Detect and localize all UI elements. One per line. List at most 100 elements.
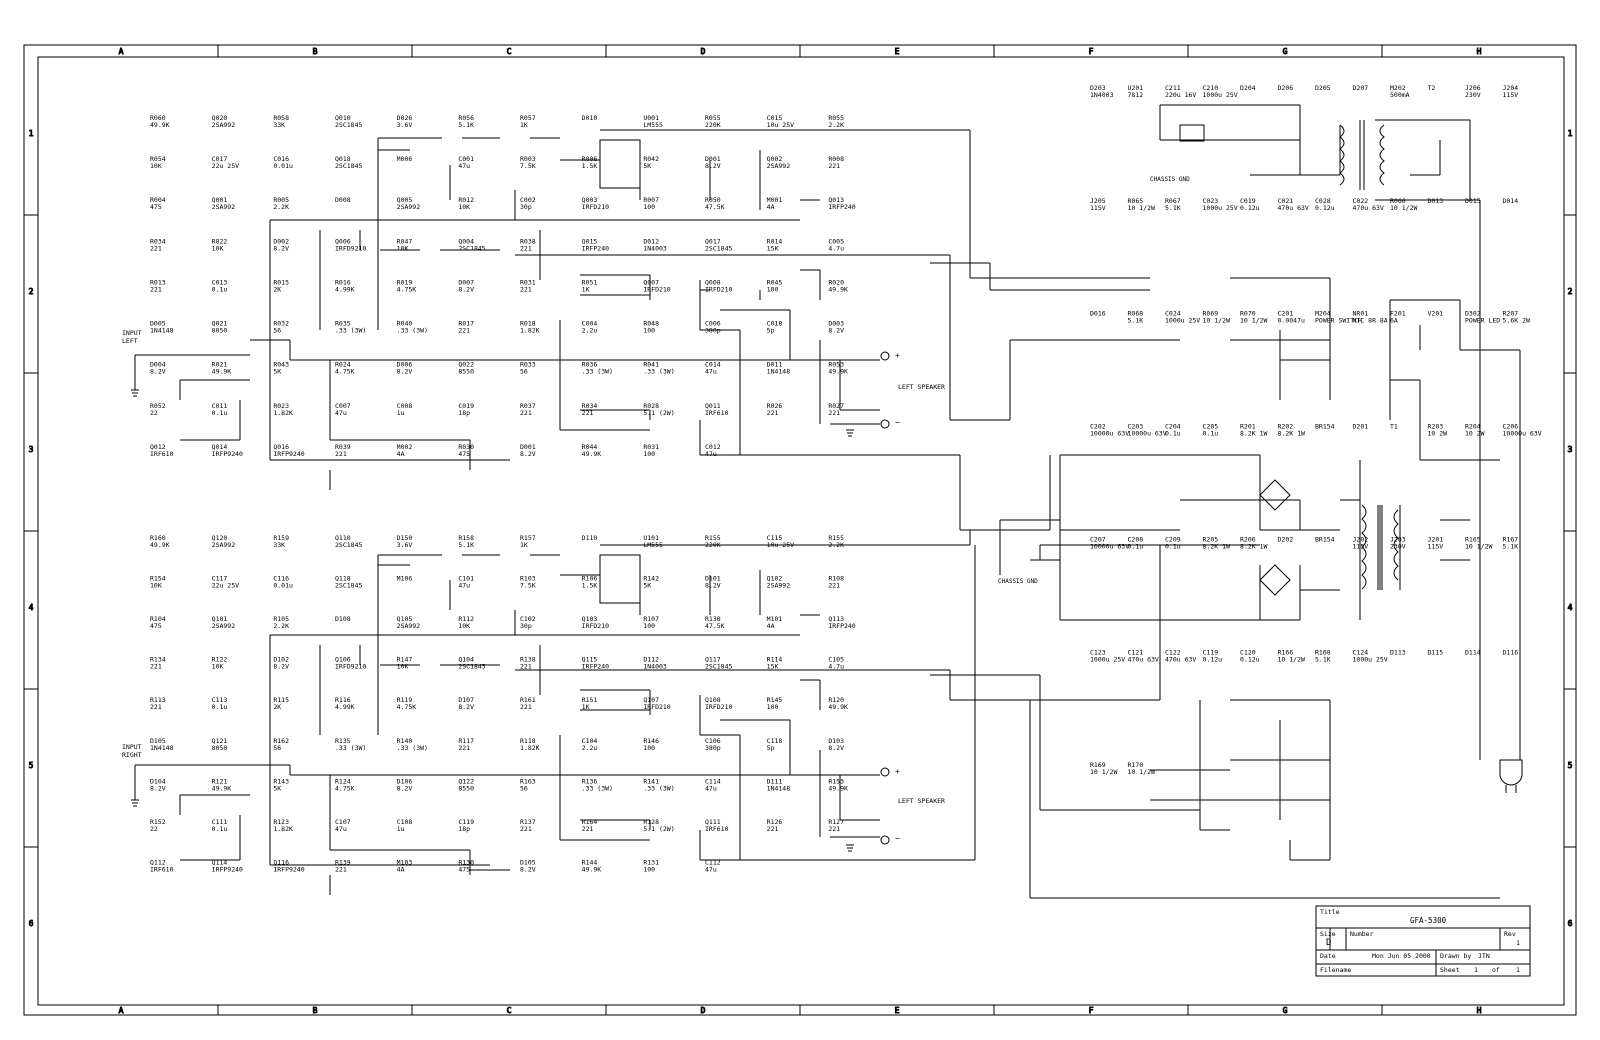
svg-text:D202: D202	[1278, 535, 1294, 543]
svg-text:1N4148: 1N4148	[150, 327, 174, 335]
zone-row-6-left: 6	[29, 919, 34, 928]
right-speaker-minus: −	[895, 834, 900, 843]
svg-text:NTC 8R 8A: NTC 8R 8A	[1353, 317, 1388, 325]
svg-text:8.2V: 8.2V	[705, 582, 721, 590]
svg-text:5p: 5p	[767, 327, 775, 335]
svg-text:C118: C118	[767, 737, 783, 745]
svg-text:Q110: Q110	[335, 534, 351, 542]
svg-text:22: 22	[150, 825, 158, 833]
svg-text:M001: M001	[767, 196, 783, 204]
svg-text:10 1/2W: 10 1/2W	[1128, 768, 1155, 776]
svg-text:500mA: 500mA	[1390, 91, 1410, 99]
svg-text:8550: 8550	[458, 784, 474, 792]
svg-text:R060: R060	[150, 114, 166, 122]
svg-text:R119: R119	[397, 696, 413, 704]
svg-text:C004: C004	[582, 320, 598, 328]
svg-text:C115: C115	[767, 534, 783, 542]
svg-text:IRF610: IRF610	[705, 825, 729, 833]
svg-text:5.1K: 5.1K	[1315, 655, 1331, 663]
svg-text:IRF610: IRF610	[705, 409, 729, 417]
size-label: Size	[1320, 930, 1336, 938]
svg-text:Q003: Q003	[582, 196, 598, 204]
svg-text:R112: R112	[458, 615, 474, 623]
rev-value: 1	[1516, 939, 1520, 947]
svg-text:0.1u: 0.1u	[212, 285, 228, 293]
svg-text:221: 221	[520, 825, 532, 833]
svg-text:221: 221	[520, 244, 532, 252]
svg-text:R158: R158	[458, 534, 474, 542]
svg-text:1.5K: 1.5K	[582, 582, 598, 590]
svg-text:Q022: Q022	[458, 361, 474, 369]
svg-text:100: 100	[767, 703, 779, 711]
svg-text:Q122: Q122	[458, 777, 474, 785]
svg-text:0.12u: 0.12u	[1203, 655, 1223, 663]
svg-text:D006: D006	[397, 361, 413, 369]
svg-text:475: 475	[150, 203, 162, 211]
svg-text:10 1/2W: 10 1/2W	[1240, 317, 1267, 325]
svg-text:8.2V: 8.2V	[458, 703, 474, 711]
svg-text:0.1u: 0.1u	[212, 409, 228, 417]
svg-text:R114: R114	[767, 656, 783, 664]
svg-text:C201: C201	[1278, 310, 1294, 318]
svg-text:4.7u: 4.7u	[828, 663, 844, 671]
svg-text:R043: R043	[273, 361, 289, 369]
svg-text:C205: C205	[1203, 423, 1219, 431]
svg-text:M103: M103	[397, 858, 413, 866]
svg-text:4.75K: 4.75K	[397, 703, 417, 711]
svg-text:2SC1845: 2SC1845	[458, 244, 485, 252]
svg-text:C112: C112	[705, 858, 721, 866]
svg-text:R122: R122	[212, 656, 228, 664]
svg-text:Q120: Q120	[212, 534, 228, 542]
svg-text:100: 100	[643, 865, 655, 873]
psu-part-t2: T2	[1428, 84, 1436, 92]
svg-text:.33 (3W): .33 (3W)	[643, 784, 674, 792]
svg-text:C101: C101	[458, 575, 474, 583]
svg-text:1N4148: 1N4148	[767, 368, 791, 376]
svg-text:R206: R206	[1240, 535, 1256, 543]
svg-text:10u 25V: 10u 25V	[767, 541, 794, 549]
svg-text:8.2V: 8.2V	[705, 162, 721, 170]
svg-text:0.1u: 0.1u	[1203, 430, 1219, 438]
svg-text:221: 221	[520, 285, 532, 293]
svg-text:100: 100	[643, 622, 655, 630]
psu-part-d202: D202	[1278, 535, 1294, 543]
zone-column-B-bottom: B	[313, 1006, 318, 1015]
zone-column-C-bottom: C	[507, 1006, 512, 1015]
input-left-label: INPUT LEFT	[122, 329, 142, 345]
svg-text:R159: R159	[273, 534, 289, 542]
svg-text:R120: R120	[828, 696, 844, 704]
svg-text:10K: 10K	[397, 244, 409, 252]
